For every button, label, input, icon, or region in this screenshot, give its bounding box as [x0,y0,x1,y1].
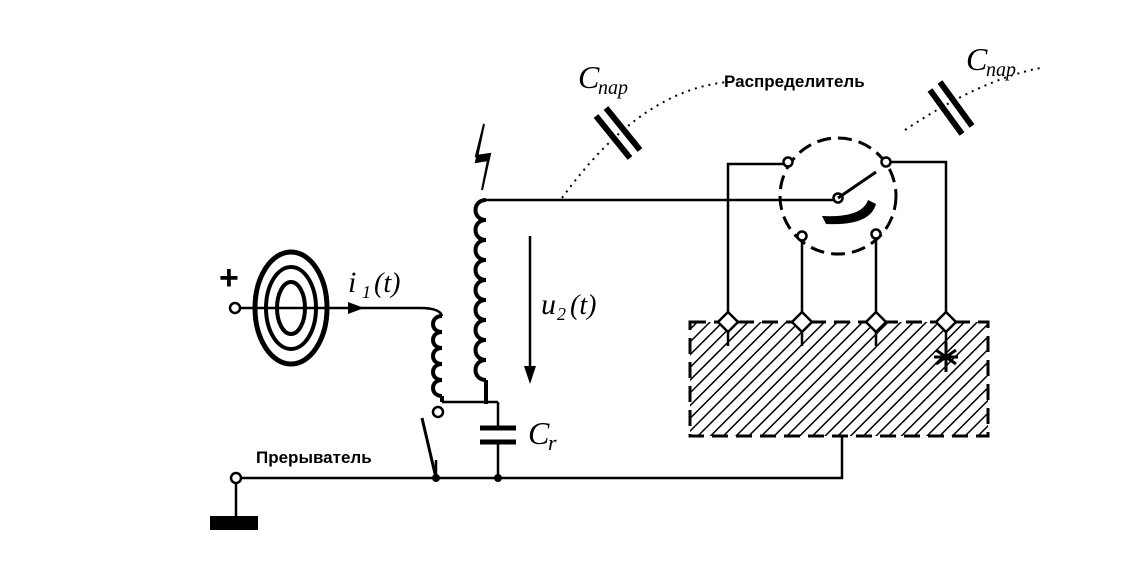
junction-dot [432,474,440,482]
plug-spark-icon [934,342,958,372]
engine-block [690,322,988,436]
i1-label: i 1 (t) [348,266,400,302]
plug-leads [726,160,948,320]
engine-block-outline [688,320,990,438]
spark-icon [474,123,492,191]
spark-plugs [716,310,958,346]
svg-text:C: C [578,59,600,95]
svg-text:(t): (t) [374,268,400,299]
junction-dot [494,474,502,482]
coil-junction-wiring [442,400,500,478]
rotor-arm [837,170,877,200]
rotation-arrow-icon [822,200,876,225]
breaker-label: Прерыватель [256,448,372,467]
parasitic-capacitor-left-icon [593,106,643,160]
ground-icon [210,516,258,530]
svg-text:2: 2 [557,304,566,324]
ground-terminal [229,471,243,485]
primary-capacitor-icon [480,425,516,445]
secondary-coil [473,198,488,404]
voltage-arrow-head [524,366,536,384]
breaker-switch [420,417,438,479]
primary-coil [431,314,444,402]
plus-terminal-label: + [219,259,239,297]
parasitic-right-path [904,67,1041,131]
primary-wire [240,306,444,317]
distributor-label: Распределитель [724,72,865,91]
svg-text:1: 1 [362,282,371,302]
parasitic-capacitor-right-icon [927,80,975,136]
u2-label: u 2 (t) [541,288,596,324]
plus-terminal [228,301,242,315]
breaker-upper-contact [431,405,445,419]
svg-text:r: r [548,430,557,455]
svg-text:(t): (t) [570,290,596,321]
svg-text:i: i [348,266,356,299]
svg-text:C: C [966,41,988,77]
current-arrow [348,302,364,314]
svg-text:u: u [541,288,556,321]
cpar-right-label: C пар [966,41,1016,81]
cr-label: C r [528,415,557,455]
svg-text:пар: пар [598,77,628,99]
distributor-housing [778,136,898,256]
svg-text:пар: пар [986,59,1016,81]
cpar-left-label: C пар [578,59,628,99]
parasitic-left-path [561,81,729,199]
svg-text:C: C [528,415,550,451]
